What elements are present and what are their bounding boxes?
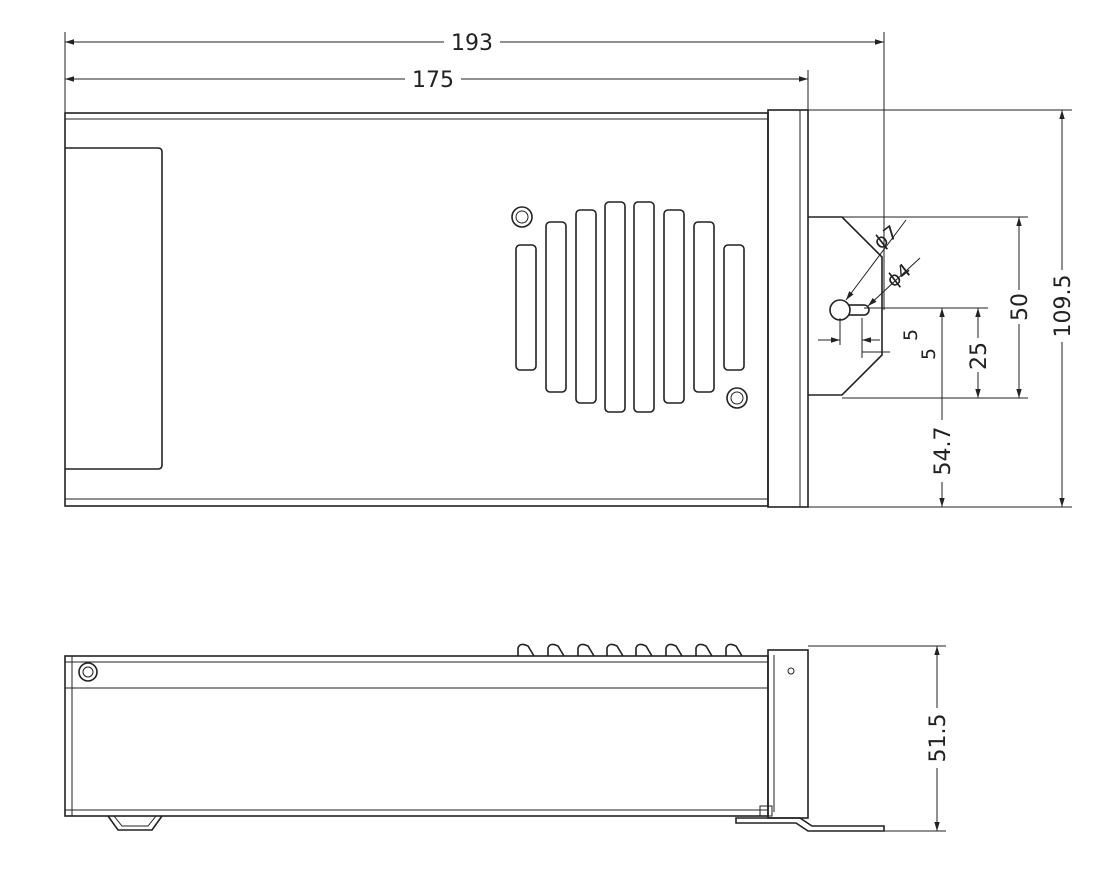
vent-lip (695, 643, 713, 657)
dimension-text-mask (1007, 290, 1031, 324)
vent-slot (575, 209, 597, 404)
vent-slot (545, 221, 567, 393)
vent-lip (665, 643, 683, 657)
leader-line-large-diameter (845, 219, 907, 301)
vent-slot (663, 209, 685, 404)
top-view: 193 175 109.5 50 25 54.7 ϕ7 ϕ4 (64, 30, 1076, 508)
screw-hole-inner (515, 210, 529, 224)
dimension-label-hole-height: 54.7 (931, 427, 956, 476)
vent-slot (604, 201, 626, 413)
keyhole-slot-end (863, 304, 870, 316)
vent-lip (606, 643, 624, 657)
dimension-label-height: 51.5 (926, 714, 951, 763)
dimension-label-overall-length: 193 (451, 31, 493, 56)
dimension-text-mask (966, 338, 990, 372)
vent-lips (517, 643, 743, 657)
top-body-outline (64, 112, 769, 507)
leader-line-small-diameter (867, 257, 921, 307)
vent-lip (635, 643, 653, 657)
dimension-label-overall-width: 109.5 (1051, 275, 1076, 338)
side-mounting-flange (735, 817, 885, 832)
vent-slot (723, 244, 745, 371)
side-view: 51.5 (64, 643, 951, 832)
vent-lip (577, 643, 595, 657)
side-end-cap-hole (787, 667, 795, 675)
screw-hole-inner (730, 391, 744, 405)
dimension-text-mask (1050, 270, 1074, 342)
dimension-text-mask (925, 708, 949, 768)
mounting-tab (808, 216, 883, 396)
dimension-label-offset-a: 5 (900, 329, 922, 341)
vent-slot (515, 244, 537, 371)
side-body-outline (64, 655, 769, 817)
end-cap (767, 109, 809, 508)
dimension-label-offset-b: 5 (918, 348, 940, 360)
dimension-text-mask (405, 67, 461, 91)
label-panel (65, 147, 163, 470)
dimension-label-slot-spacing: 50 (1008, 293, 1033, 321)
vent-slot (633, 201, 655, 413)
side-bottom-foot (107, 815, 163, 831)
dimension-label-slot-to-center: 25 (967, 342, 992, 370)
keyhole-large-circle (829, 299, 851, 321)
dimension-label-small-diameter: ϕ4 (883, 259, 916, 291)
vent-slot (693, 221, 715, 393)
vent-lip (517, 643, 535, 657)
side-bottom-foot-inner (113, 815, 157, 827)
side-screw-hole (78, 662, 98, 682)
vent-lip (725, 643, 743, 657)
dimension-text-mask (444, 30, 500, 54)
screw-hole (726, 387, 748, 409)
screw-hole (511, 206, 533, 228)
side-screw-hole-inner (82, 666, 94, 678)
dimension-label-body-length: 175 (412, 68, 454, 93)
dimension-text-mask (930, 420, 954, 482)
side-end-cap-clip (759, 805, 773, 817)
vent-lip (547, 643, 565, 657)
